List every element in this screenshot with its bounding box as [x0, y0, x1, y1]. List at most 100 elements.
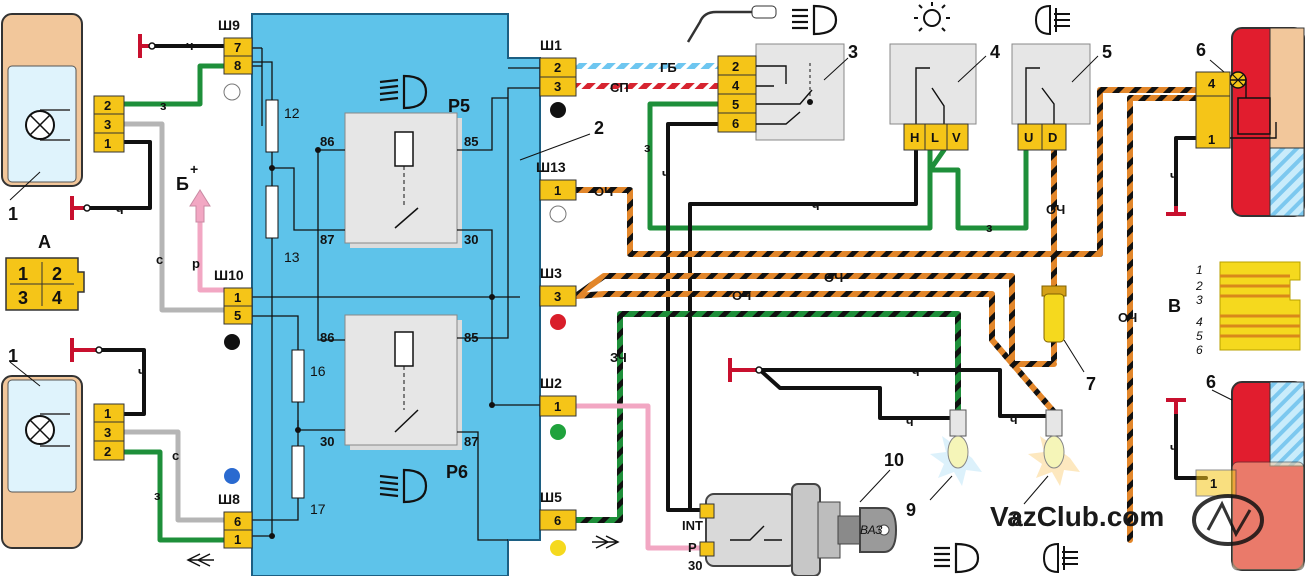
- wire-label-och: ОЧ: [594, 184, 613, 199]
- foglight-switch-number: 5: [1102, 42, 1112, 62]
- p5-pin-86: 86: [320, 134, 334, 149]
- connector-b-line-6: 6: [1196, 343, 1203, 357]
- wire-label-och: ОЧ: [1046, 202, 1065, 217]
- relay-p6-label: P6: [446, 462, 468, 482]
- headlamp-top-number: 1: [8, 204, 18, 224]
- p6-pin-85: 85: [464, 330, 478, 345]
- rear-lamp-top: [1229, 27, 1305, 217]
- rear-lamp-bottom: [1231, 381, 1305, 571]
- lamp-9-number: 9: [906, 500, 916, 520]
- connector-a-label: А: [38, 232, 51, 252]
- connector-a-pin-3: 3: [18, 288, 28, 308]
- wire-label-och: ОЧ: [1118, 310, 1137, 325]
- sw4-pin-h: H: [910, 130, 919, 145]
- headlamp-top-connector: [93, 95, 125, 153]
- indicator-blue: [224, 468, 240, 484]
- rear-fog-icon: [1042, 542, 1078, 574]
- sh10-pin-1: 1: [234, 290, 241, 305]
- relay-fuse-block: [251, 13, 541, 576]
- wires: [88, 44, 1208, 551]
- sw4-pin-l: L: [931, 130, 939, 145]
- sh13-pin-1: 1: [554, 183, 561, 198]
- lamp-8-number: 8: [1012, 510, 1022, 530]
- p6-pin-30: 30: [320, 434, 334, 449]
- stalk-knob: [751, 5, 777, 19]
- connector-sh8-label: Ш8: [218, 491, 240, 507]
- wire-label-black: ч: [186, 38, 194, 53]
- hl-bottom-pin-3: 3: [104, 425, 111, 440]
- connector-sh2: [539, 395, 577, 417]
- fuse-17: [291, 445, 305, 499]
- p6-pin-86: 86: [320, 330, 334, 345]
- rear-fog-icon: [1034, 4, 1070, 36]
- connector-sh3-label: Ш3: [540, 265, 562, 281]
- sw5-pin-u: U: [1024, 130, 1033, 145]
- connector-sh1: [539, 57, 577, 97]
- connector-b-line-3: 3: [1196, 293, 1203, 307]
- hl-top-pin-2: 2: [104, 98, 111, 113]
- wire-label-gb: ГБ: [660, 60, 677, 75]
- wire-label-grey: с: [156, 252, 163, 267]
- wire-label-black: ч: [812, 198, 820, 213]
- wire-label-black: ч: [116, 202, 124, 217]
- connector-b-line-4: 4: [1196, 315, 1203, 329]
- headlight-switch-number: 4: [990, 42, 1000, 62]
- sh9-pin-7: 7: [234, 40, 241, 55]
- connector-sh10: [223, 287, 253, 325]
- sh8-pin-1: 1: [234, 532, 241, 547]
- indicator-green: [550, 424, 566, 440]
- fuse-12-label: 12: [284, 105, 300, 121]
- sh9-pin-8: 8: [234, 58, 241, 73]
- wire-label-green: з: [160, 98, 167, 113]
- p6-pin-87: 87: [464, 434, 478, 449]
- fuse-13-label: 13: [284, 249, 300, 265]
- ignition-switch-number: 10: [884, 450, 904, 470]
- battery-arrow-icon: [189, 189, 211, 223]
- fuse-holder: [1041, 285, 1067, 343]
- connector-sh10-label: Ш10: [214, 267, 244, 283]
- connector-b-label: В: [1168, 296, 1181, 316]
- wire-label-black: ч: [1170, 440, 1178, 455]
- p5-pin-87: 87: [320, 232, 334, 247]
- connector-a-pin-4: 4: [52, 288, 62, 308]
- rear-bottom-pin-1: 1: [1210, 476, 1217, 491]
- p5-pin-30: 30: [464, 232, 478, 247]
- wire-label-green: з: [644, 140, 651, 155]
- lamp-8: [1028, 409, 1080, 486]
- column-switch-number: 3: [848, 42, 858, 62]
- fuse-holder-number: 7: [1086, 374, 1096, 394]
- sh5-pin-6: 6: [554, 513, 561, 528]
- sh1-pin-2: 2: [554, 60, 561, 75]
- watermark-logo: [1192, 494, 1264, 546]
- indicator-yellow: [550, 540, 566, 556]
- wire-label-black: ч: [1010, 412, 1018, 427]
- rear-lamp-top-connector: [1195, 71, 1277, 149]
- connector-a-pin-1: 1: [18, 264, 28, 284]
- fuse-16: [291, 349, 305, 403]
- indicator-black: [550, 102, 566, 118]
- wire-label-p: Р: [688, 540, 697, 555]
- sw3-pin-4: 4: [732, 78, 740, 93]
- wire-label-pink: р: [192, 256, 200, 271]
- connector-a: [5, 257, 85, 311]
- column-stalk-icon: [686, 10, 770, 43]
- connector-a-pin-2: 2: [52, 264, 62, 284]
- relay-unit-number: 2: [594, 118, 604, 138]
- rear-top-pin-4: 4: [1208, 76, 1216, 91]
- wire-label-green: з: [986, 220, 993, 235]
- indicator-black: [224, 334, 240, 350]
- rear-top-pin-1: 1: [1208, 132, 1215, 147]
- fuse-16-label: 16: [310, 363, 326, 379]
- sw3-pin-6: 6: [732, 116, 739, 131]
- rear-lamp-bottom-number: 6: [1206, 372, 1216, 392]
- ground-symbol: [70, 34, 1186, 414]
- low-beam-icon: [379, 74, 428, 110]
- hl-top-pin-1: 1: [104, 136, 111, 151]
- sw4-pin-v: V: [952, 130, 961, 145]
- connector-sh5: [539, 509, 577, 531]
- connector-b-line-5: 5: [1196, 329, 1203, 343]
- fuse-17-label: 17: [310, 501, 326, 517]
- ignition-pin-30: 30: [688, 558, 702, 573]
- ignition-key-icon[interactable]: [837, 507, 898, 553]
